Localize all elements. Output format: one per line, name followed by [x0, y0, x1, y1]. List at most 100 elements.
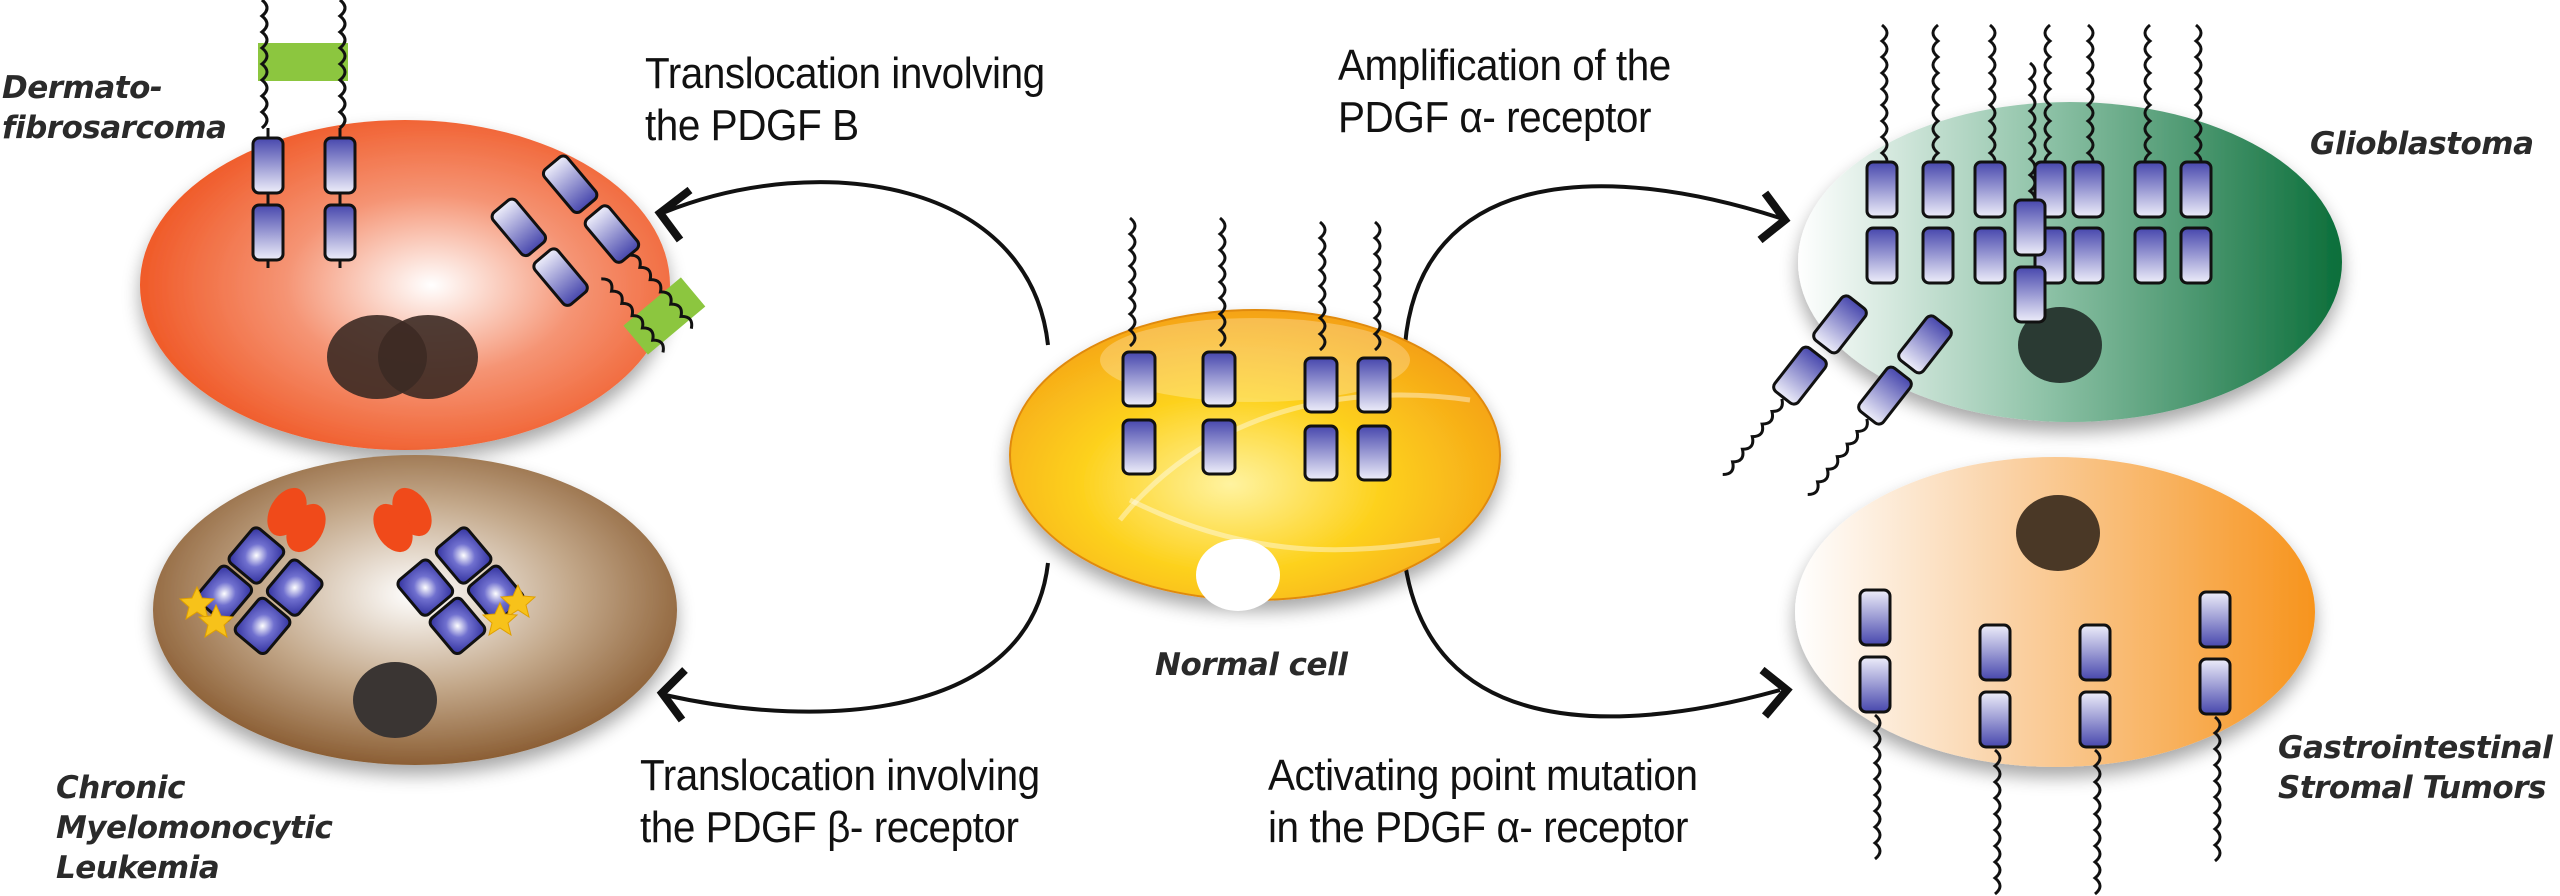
arrowhead-top-left — [654, 186, 693, 243]
name-line: Myelomonocytic — [56, 810, 333, 846]
receptor-coil — [2143, 23, 2153, 171]
normal-cell — [1009, 216, 1501, 611]
nucleus — [353, 662, 437, 738]
name-line: Dermato- — [2, 70, 163, 106]
receptor-domain — [1978, 623, 2012, 682]
label-line: the PDGF β- receptor — [640, 803, 1019, 852]
arrow-to-cmml — [664, 562, 1050, 714]
receptor-domain — [2133, 226, 2167, 285]
receptor — [2198, 590, 2232, 863]
label-translocation-pdgf-b: Translocation involving the PDGF B — [645, 48, 1045, 152]
receptor-domain — [2078, 690, 2112, 749]
receptor-domain — [2198, 657, 2232, 716]
receptor-domain — [1978, 690, 2012, 749]
fusion-receptor-pair-diagonal — [490, 154, 706, 355]
label-line: Amplification of the — [1338, 41, 1671, 90]
arrow-to-gist — [1403, 562, 1781, 719]
receptor-coil — [2027, 61, 2037, 209]
activation-star — [197, 603, 235, 639]
receptor — [2078, 623, 2112, 896]
receptor-coil — [2092, 748, 2102, 896]
receptor-domain — [1973, 226, 2007, 285]
receptor-coil — [1987, 23, 1997, 171]
dermatofibrosarcoma-cell — [140, 0, 706, 450]
cell-name-normal: Normal cell — [1155, 645, 1348, 685]
receptor-dimer-right — [373, 487, 537, 656]
receptor — [2071, 23, 2105, 285]
receptor-domain — [1921, 226, 1955, 285]
fusion-receptor-pair-vertical — [251, 0, 357, 268]
activation-star — [481, 601, 519, 637]
name-line: Chronic — [56, 770, 185, 806]
arrowhead-bottom-right — [1759, 666, 1793, 719]
receptor-domain — [2198, 590, 2232, 649]
receptor-domain — [2078, 623, 2112, 682]
arrow-to-glioblastoma — [1403, 184, 1781, 346]
receptor-domain — [1973, 160, 2007, 219]
receptor-coil — [1931, 23, 1941, 171]
receptor-domain — [2013, 198, 2047, 257]
receptor-diagonal — [1722, 294, 1868, 477]
label-line: the PDGF B — [645, 101, 859, 150]
receptor-domain — [1921, 160, 1955, 219]
receptor-coil — [2212, 715, 2222, 863]
receptor — [2179, 23, 2213, 285]
receptor-coil — [1872, 713, 1882, 861]
receptor — [1865, 23, 1899, 285]
receptor-coil — [2043, 23, 2053, 171]
fusion-partner-block — [258, 43, 348, 81]
receptor-domain — [2179, 226, 2213, 285]
receptor-coil — [1879, 23, 1889, 171]
receptor-domain — [1865, 226, 1899, 285]
arrows — [654, 180, 1793, 723]
cell-body — [140, 120, 670, 450]
name-line: Leukemia — [56, 850, 220, 886]
receptor — [2133, 23, 2167, 285]
arrow-to-dermatofibrosarcoma — [664, 180, 1050, 346]
receptor — [1858, 588, 1892, 861]
label-amplification-pdgf-alpha: Amplification of the PDGF α- receptor — [1338, 40, 1671, 144]
receptor-domain — [1858, 655, 1892, 714]
label-line: in the PDGF α- receptor — [1268, 803, 1689, 852]
name-line: Stromal Tumors — [2278, 770, 2546, 806]
receptor-dimer-left — [178, 487, 326, 656]
receptor-coil — [1992, 748, 2002, 896]
glioblastoma-cell — [1722, 23, 2342, 497]
cell-name-cmml: Chronic Myelomonocytic Leukemia — [56, 768, 333, 888]
arrowhead-top-right — [1757, 190, 1791, 244]
receptor-domain — [2179, 160, 2213, 219]
receptor — [1921, 23, 1955, 285]
nucleus — [2018, 307, 2102, 383]
nucleus — [1196, 539, 1280, 611]
label-line: Translocation involving — [640, 751, 1040, 800]
name-line: Glioblastoma — [2310, 126, 2534, 162]
cell-name-glioblastoma: Glioblastoma — [2310, 124, 2534, 164]
name-line: Normal cell — [1155, 647, 1348, 683]
label-translocation-pdgf-beta: Translocation involving the PDGF β- rece… — [640, 750, 1040, 854]
cell-name-dermatofibrosarcoma: Dermato- fibrosarcoma — [2, 68, 227, 148]
receptor — [1978, 623, 2012, 896]
normal-receptors — [1121, 216, 1392, 482]
receptor — [1973, 23, 2007, 285]
label-point-mutation-pdgf-alpha: Activating point mutation in the PDGF α-… — [1268, 750, 1698, 854]
name-line: fibrosarcoma — [2, 110, 227, 146]
cell-name-gist: Gastrointestinal Stromal Tumors — [2278, 728, 2553, 808]
receptor — [2013, 61, 2047, 324]
receptor-domain — [2071, 226, 2105, 285]
receptor-domain — [1858, 588, 1892, 647]
label-line: Activating point mutation — [1268, 751, 1698, 800]
activation-star — [178, 585, 216, 621]
nucleus — [378, 315, 478, 399]
receptor-domain — [2071, 160, 2105, 219]
cmml-cell — [153, 455, 677, 765]
label-line: PDGF α- receptor — [1338, 93, 1651, 142]
cell-body — [1795, 457, 2315, 767]
receptor-domain — [2133, 160, 2167, 219]
name-line: Gastrointestinal — [2278, 730, 2553, 766]
activation-star — [499, 583, 537, 619]
receptor-coil — [2193, 23, 2203, 171]
receptor-domain — [1865, 160, 1899, 219]
arrowhead-bottom-left — [656, 667, 688, 723]
amplified-receptors — [1865, 23, 2213, 324]
